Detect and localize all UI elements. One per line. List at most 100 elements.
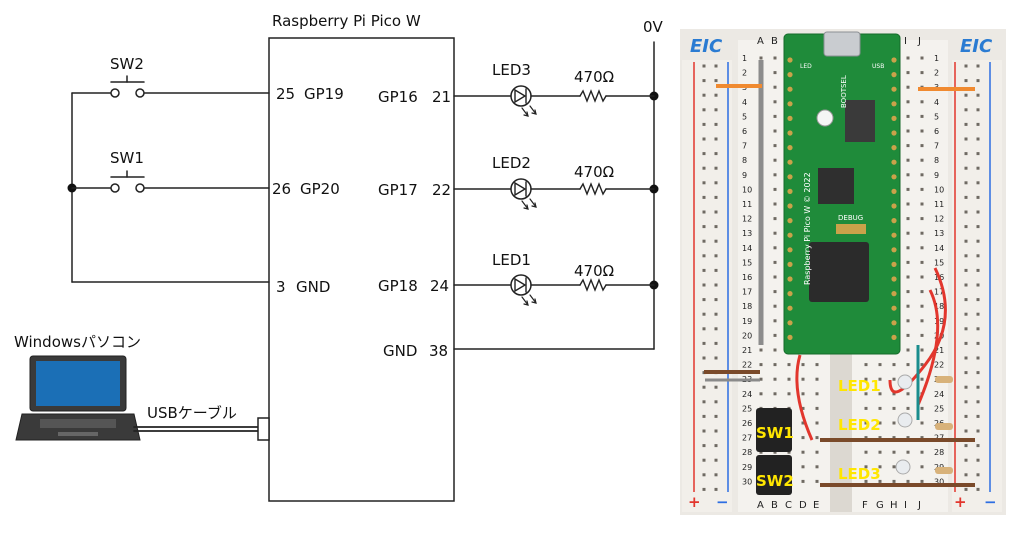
breadboard-hole xyxy=(878,436,882,440)
row-number: 11 xyxy=(742,200,752,209)
row-number: 30 xyxy=(742,477,752,486)
breadboard-hole xyxy=(906,85,910,89)
breadboard-hole xyxy=(906,363,910,367)
led2-branch: GP17 22 LED2 470Ω xyxy=(378,154,655,210)
rail-hole xyxy=(976,108,980,112)
rail-hole xyxy=(976,210,980,214)
rail-hole xyxy=(976,122,980,126)
rail-hole xyxy=(976,283,980,287)
breadboard-hole xyxy=(906,202,910,206)
row-number: 9 xyxy=(742,171,747,180)
breadboard-hole xyxy=(892,377,896,381)
breadboard-hole xyxy=(759,56,763,60)
column-letter: H xyxy=(890,500,898,511)
rail-hole xyxy=(714,64,718,68)
breadboard-hole xyxy=(773,71,777,75)
pico-pin xyxy=(891,218,897,224)
breadboard-hole xyxy=(906,290,910,294)
pin-number: 22 xyxy=(432,181,451,199)
pin-number: 24 xyxy=(430,277,449,295)
switch-sw1-label: SW1 xyxy=(110,149,144,167)
breadboard-hole xyxy=(892,406,896,410)
rail-hole xyxy=(964,458,968,462)
led3-label: LED3 xyxy=(492,61,531,79)
rail-hole xyxy=(976,195,980,199)
rail-hole xyxy=(714,298,718,302)
rail-hole xyxy=(702,254,706,258)
rail-hole xyxy=(976,79,980,83)
breadboard-hole xyxy=(787,377,791,381)
rail-hole xyxy=(702,385,706,389)
row-number: 14 xyxy=(934,244,944,253)
rail-hole xyxy=(714,210,718,214)
rail-hole xyxy=(964,225,968,229)
laptop-icon xyxy=(15,355,141,441)
row-number: 16 xyxy=(742,273,752,282)
breadboard-hole xyxy=(864,406,868,410)
breadboard-hole xyxy=(878,377,882,381)
breadboard-hole xyxy=(920,114,924,118)
rail-hole xyxy=(714,181,718,185)
breadboard-hole xyxy=(906,246,910,250)
gnd-right-label: GND xyxy=(383,342,417,360)
row-number: 17 xyxy=(934,288,944,297)
rail-hole xyxy=(976,371,980,375)
row-number: 29 xyxy=(742,463,752,472)
breadboard-hole xyxy=(906,129,910,133)
rail-hole xyxy=(714,487,718,491)
jumper-wire-red xyxy=(888,267,947,394)
board-title: Raspberry Pi Pico W xyxy=(272,12,421,30)
rail-hole xyxy=(964,487,968,491)
pico-pin xyxy=(891,232,897,238)
breadboard-hole xyxy=(878,479,882,483)
row-number: 7 xyxy=(742,142,747,151)
row-number: 15 xyxy=(742,258,752,267)
gpio-name: GP16 xyxy=(378,88,418,106)
pcb-text-debug: DEBUG xyxy=(838,214,863,222)
rail-hole xyxy=(976,254,980,258)
breadboard-hole xyxy=(878,465,882,469)
column-letter: I xyxy=(904,500,907,511)
column-letter: F xyxy=(862,500,868,511)
breadboard-hole xyxy=(878,450,882,454)
flash-chip xyxy=(818,168,854,204)
rail-hole xyxy=(714,152,718,156)
row-number: 25 xyxy=(742,404,752,413)
schematic: Raspberry Pi Pico W 0V SW2 25 GP19 SW1 xyxy=(14,12,664,502)
photo-label-led1: LED1 xyxy=(838,377,881,395)
breadboard-hole xyxy=(892,436,896,440)
pico-pin xyxy=(787,203,793,209)
resistor-value: 470Ω xyxy=(574,68,614,86)
breadboard-hole xyxy=(920,260,924,264)
breadboard-hole xyxy=(864,421,868,425)
resistor-component xyxy=(935,423,953,430)
rail-hole xyxy=(976,341,980,345)
column-letter: E xyxy=(813,500,819,511)
breadboard-hole xyxy=(920,100,924,104)
breadboard-hole xyxy=(801,436,805,440)
breadboard-hole xyxy=(906,348,910,352)
row-numbers-left: 1234567891011121314151617181920212223242… xyxy=(742,54,752,486)
breadboard-hole xyxy=(906,436,910,440)
breadboard-hole xyxy=(773,187,777,191)
breadboard-hole xyxy=(906,333,910,337)
pico-pin xyxy=(787,159,793,165)
rail-hole xyxy=(964,429,968,433)
breadboard-hole xyxy=(815,465,819,469)
gpio-name: GP18 xyxy=(378,277,418,295)
pico-pin xyxy=(891,247,897,253)
rail-hole xyxy=(976,93,980,97)
rail-hole xyxy=(702,473,706,477)
breadboard-hole xyxy=(773,246,777,250)
row-number: 17 xyxy=(742,288,752,297)
rp2040-chip xyxy=(809,242,869,302)
brand-label-left: EIC xyxy=(690,36,723,57)
breadboard-hole xyxy=(878,392,882,396)
breadboard-hole xyxy=(920,202,924,206)
pico-pin xyxy=(891,101,897,107)
led-symbol xyxy=(510,178,537,210)
row-number: 27 xyxy=(742,434,752,443)
breadboard-hole xyxy=(773,363,777,367)
rail-hole xyxy=(964,137,968,141)
